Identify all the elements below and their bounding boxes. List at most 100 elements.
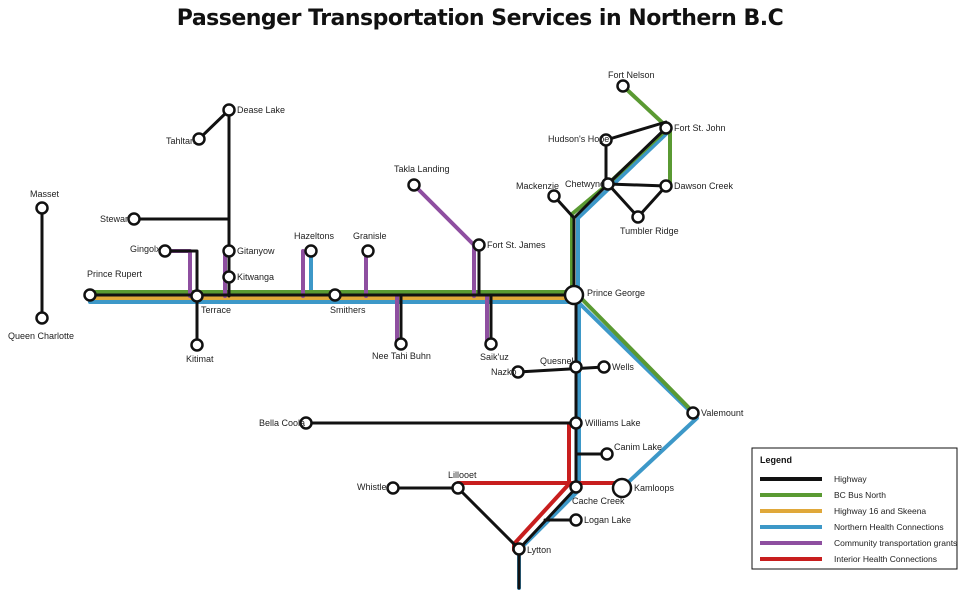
station-cache-creek: [569, 480, 583, 494]
legend-label-4: Community transportation grants: [834, 538, 957, 548]
station-hudsons-hope: [599, 133, 613, 147]
label-dease-lake: Dease Lake: [237, 105, 285, 115]
station-kamloops: [611, 477, 633, 499]
route-red-williams: [512, 422, 571, 552]
community-routes: [163, 183, 489, 346]
label-dawson-creek: Dawson Creek: [674, 181, 734, 191]
station-kitwanga: [222, 270, 236, 284]
label-bella-coola: Bella Coola: [259, 418, 305, 428]
station-gingolx: [158, 244, 172, 258]
label-smithers: Smithers: [330, 305, 366, 315]
label-gingolx: Gingolx: [130, 244, 161, 254]
station-lillooet: [451, 481, 465, 495]
legend-title: Legend: [760, 455, 792, 465]
station-terrace: [190, 289, 204, 303]
label-prince-george: Prince George: [587, 288, 645, 298]
label-masset: Masset: [30, 189, 60, 199]
station-takla-landing: [407, 178, 421, 192]
station-williams-lake: [569, 416, 583, 430]
label-nee-tahi-buhn: Nee Tahi Buhn: [372, 351, 431, 361]
route-green-north: [570, 84, 670, 294]
label-wells: Wells: [612, 362, 634, 372]
legend-box: [751, 447, 958, 570]
label-fort-st-john: Fort St. John: [674, 123, 726, 133]
station-gitanyow: [222, 244, 236, 258]
hwy-tahltan: [197, 108, 231, 141]
station-smithers: [328, 288, 342, 302]
label-tumbler-ridge: Tumbler Ridge: [620, 226, 679, 236]
station-logan-lake: [569, 513, 583, 527]
route-green-valemount: [573, 290, 695, 414]
label-mackenzie: Mackenzie: [516, 181, 559, 191]
label-hazeltons: Hazeltons: [294, 231, 335, 241]
hwy-hudsons-fsj: [604, 120, 668, 142]
station-bella-coola: [299, 416, 313, 430]
label-granisle: Granisle: [353, 231, 387, 241]
station-whistler: [386, 481, 400, 495]
legend-label-5: Interior Health Connections: [834, 554, 937, 564]
label-prince-rupert: Prince Rupert: [87, 269, 143, 279]
label-logan-lake: Logan Lake: [584, 515, 631, 525]
label-stewart: Stewart: [100, 214, 131, 224]
label-kitwanga: Kitwanga: [237, 272, 274, 282]
place-labels: Masset Queen Charlotte Prince Rupert Ter…: [8, 70, 744, 555]
station-prince-rupert: [83, 288, 97, 302]
hwy-nazko-wells: [516, 365, 606, 374]
hwy-lillooet-lytton: [456, 486, 521, 551]
station-granisle: [361, 244, 375, 258]
stations: [35, 79, 700, 556]
hwy-gingolx: [163, 249, 199, 298]
label-saikuz: Saik'uz: [480, 352, 509, 362]
label-fort-nelson: Fort Nelson: [608, 70, 655, 80]
station-mackenzie: [547, 189, 561, 203]
station-fort-st-james: [472, 238, 486, 252]
label-lillooet: Lillooet: [448, 470, 477, 480]
station-saikuz: [484, 337, 498, 351]
station-lytton: [512, 542, 526, 556]
label-cache-creek: Cache Creek: [572, 496, 625, 506]
station-canim-lake: [600, 447, 614, 461]
station-hazeltons: [304, 244, 318, 258]
legend-label-2: Highway 16 and Skeena: [834, 506, 926, 516]
legend-label-0: Highway: [834, 474, 867, 484]
station-stewart: [127, 212, 141, 226]
label-kamloops: Kamloops: [634, 483, 675, 493]
legend-label-1: BC Bus North: [834, 490, 886, 500]
station-valemount: [686, 406, 700, 420]
label-nazko: Nazko: [491, 367, 517, 377]
label-valemount: Valemount: [701, 408, 744, 418]
station-prince-george: [563, 284, 585, 306]
station-wells: [597, 360, 611, 374]
map-title: Passenger Transportation Services in Nor…: [176, 6, 784, 31]
label-kitimat: Kitimat: [186, 354, 214, 364]
label-williams-lake: Williams Lake: [585, 418, 641, 428]
route-blue-kamloops: [576, 300, 699, 490]
route-blue-pg-north: [576, 130, 670, 304]
station-chetwynd: [601, 177, 615, 191]
station-kitimat: [190, 338, 204, 352]
station-queen-charlotte: [35, 311, 49, 325]
route-purple-takla: [412, 183, 476, 298]
station-dawson-creek: [659, 179, 673, 193]
station-tumbler-ridge: [631, 210, 645, 224]
label-lytton: Lytton: [527, 545, 551, 555]
label-fort-st-james: Fort St. James: [487, 240, 546, 250]
hwy-chetwynd-fsj: [606, 126, 668, 186]
label-whistler: Whistler: [357, 482, 390, 492]
route-purple-gingolx: [163, 249, 192, 298]
station-fort-st-john: [659, 121, 673, 135]
label-gitanyow: Gitanyow: [237, 246, 275, 256]
station-dease-lake: [222, 103, 236, 117]
station-tahltan: [192, 132, 206, 146]
station-fort-nelson: [616, 79, 630, 93]
station-nazko: [511, 365, 525, 379]
label-chetwynd: Chetwynd: [565, 179, 605, 189]
label-queen-charlotte: Queen Charlotte: [8, 331, 74, 341]
station-quesnel: [569, 360, 583, 374]
hwy-chetwynd-dawson: [606, 182, 668, 188]
hwy-chetwynd: [572, 182, 610, 220]
label-hudsons-hope: Hudson's Hope: [548, 134, 609, 144]
